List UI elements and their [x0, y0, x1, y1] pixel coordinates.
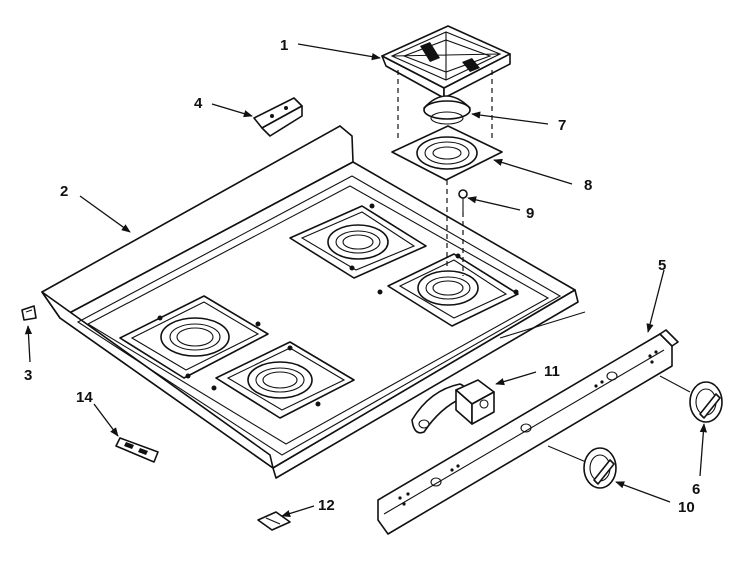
callout-1: 1 [280, 37, 288, 54]
callout-5: 5 [658, 257, 666, 274]
callout-14: 14 [76, 389, 93, 406]
cooktop-screw-holes [157, 203, 519, 407]
callout-labels: 1 2 3 4 5 6 7 8 9 10 11 12 14 [24, 37, 700, 516]
control-switch [411, 379, 495, 434]
callout-4: 4 [194, 95, 203, 112]
hinge-bracket [253, 97, 303, 137]
burner-pan-left-front [215, 341, 355, 419]
burner-pan-left-rear [119, 295, 269, 379]
callout-12: 12 [318, 497, 335, 514]
burner-cap [423, 95, 471, 125]
spacer-strip [115, 437, 159, 463]
burner-screw [458, 189, 468, 212]
control-knob-right [659, 375, 723, 423]
exploded-view-centerlines [397, 70, 493, 276]
callout-2: 2 [60, 183, 68, 200]
control-knob-front [547, 445, 617, 489]
callout-11: 11 [544, 363, 560, 380]
cooktop-main-top [41, 125, 586, 479]
callout-3: 3 [24, 367, 32, 384]
burner-pan-right-front [387, 253, 519, 327]
callout-7: 7 [558, 117, 566, 134]
callout-10: 10 [678, 499, 695, 516]
burner-pan-right-rear [289, 205, 427, 279]
panel-knob-holes [398, 350, 658, 506]
callout-6: 6 [692, 481, 700, 498]
burner-grate [381, 25, 511, 99]
leader-lines [24, 43, 708, 518]
burner-drip-bowl [391, 125, 503, 181]
callout-9: 9 [526, 205, 534, 222]
callout-8: 8 [584, 177, 592, 194]
side-clip [21, 305, 37, 321]
control-panel [377, 329, 679, 535]
